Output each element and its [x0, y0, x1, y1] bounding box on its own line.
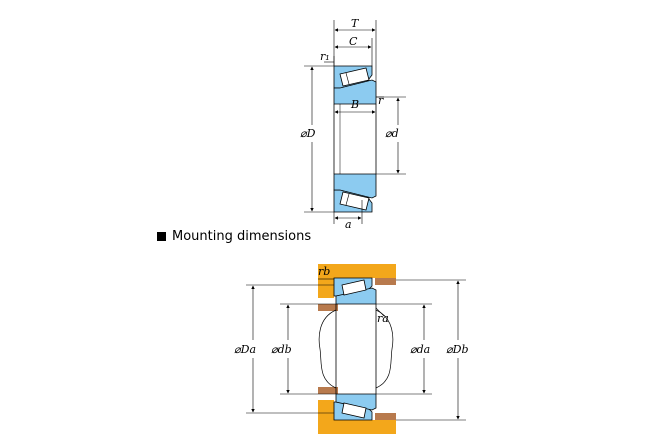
spacer-top-left — [318, 304, 338, 311]
label-B: B — [350, 98, 359, 111]
label-db: ⌀db — [271, 343, 292, 356]
housing-bottom — [318, 420, 396, 434]
label-r: r — [378, 94, 384, 107]
roller-top — [339, 67, 370, 87]
label-ra: ra — [377, 312, 389, 325]
bearing-section-top: T C r₁ B r ⌀D ⌀d a — [300, 17, 406, 231]
label-rb: rb — [318, 265, 330, 278]
housing-top — [318, 264, 396, 278]
label-r1: r₁ — [320, 50, 330, 63]
spacer-top-right — [375, 278, 396, 285]
label-T: T — [351, 17, 360, 30]
spacer-bottom-right — [375, 413, 396, 420]
spacer-bottom-left — [318, 387, 338, 394]
label-a: a — [345, 218, 352, 231]
label-Da: ⌀Da — [234, 343, 256, 356]
label-D: ⌀D — [300, 127, 316, 140]
section-heading: Mounting dimensions — [157, 229, 311, 244]
bullet-square-icon — [157, 232, 166, 241]
label-Db: ⌀Db — [446, 343, 468, 356]
label-d: ⌀d — [385, 127, 399, 140]
label-C: C — [349, 35, 358, 48]
mounting-section: rb ra ⌀Da ⌀db ⌀da ⌀Db — [234, 264, 468, 434]
section-heading-text: Mounting dimensions — [172, 229, 312, 244]
label-da: ⌀da — [410, 343, 430, 356]
